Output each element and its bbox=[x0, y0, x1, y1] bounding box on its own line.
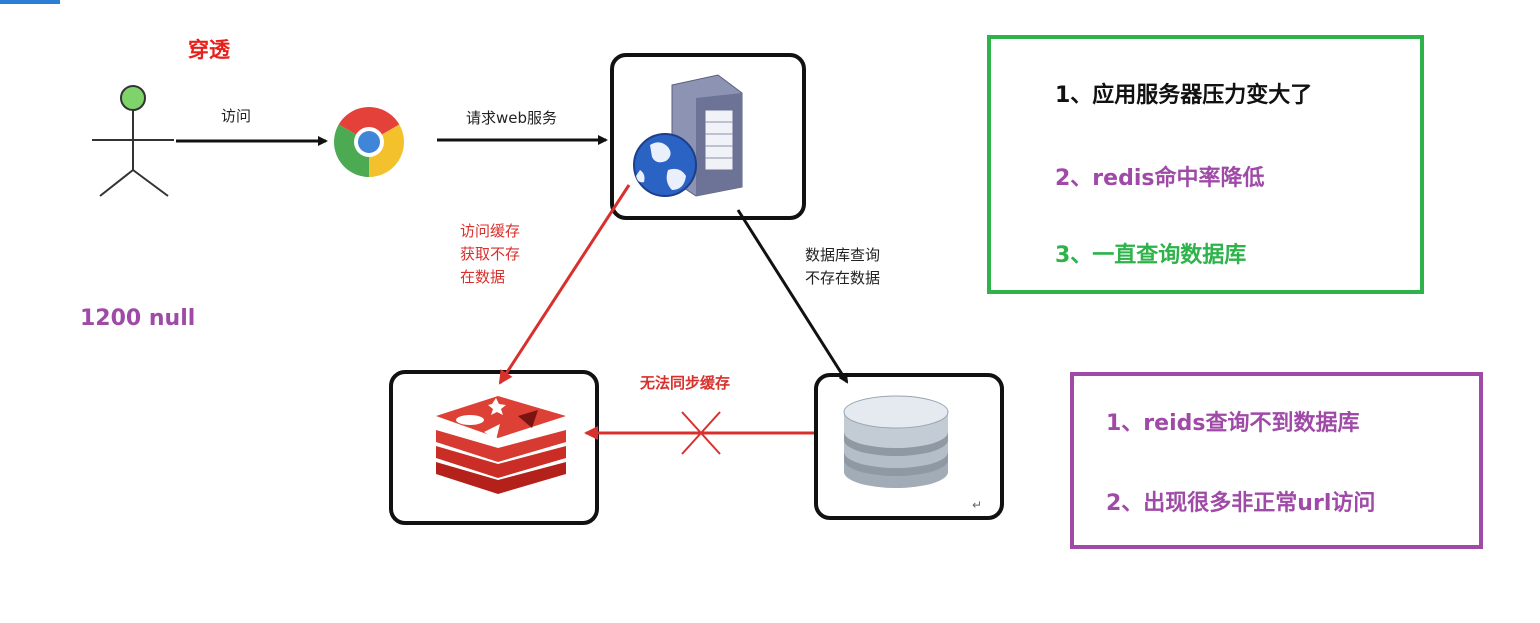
globe-icon bbox=[633, 133, 697, 197]
diagram-title: 穿透 bbox=[188, 38, 230, 62]
blocked-cross-icon bbox=[681, 411, 721, 455]
cache-miss-arrow bbox=[498, 184, 631, 385]
consequence-3: 3、一直查询数据库 bbox=[1055, 243, 1247, 268]
request-count-label: 1200 null bbox=[80, 306, 196, 331]
corner-tab bbox=[0, 0, 60, 4]
no-sync-label: 无法同步缓存 bbox=[640, 374, 731, 392]
visit-label: 访问 bbox=[221, 107, 252, 125]
db-query-arrow bbox=[736, 209, 849, 384]
request-web-label: 请求web服务 bbox=[466, 109, 558, 127]
consequences-panel: 1、应用服务器压力变大了 2、redis命中率降低 3、一直查询数据库 bbox=[987, 35, 1424, 294]
return-mark: ↵ bbox=[972, 498, 982, 512]
redis-icon bbox=[436, 396, 566, 494]
database-icon bbox=[843, 395, 949, 488]
cause-1: 1、reids查询不到数据库 bbox=[1106, 411, 1360, 436]
consequence-2: 2、redis命中率降低 bbox=[1055, 166, 1265, 191]
browser-icon bbox=[334, 107, 404, 177]
user-icon bbox=[92, 85, 174, 197]
cache-miss-label: 访问缓存 获取不存 在数据 bbox=[460, 222, 521, 286]
causes-panel: 1、reids查询不到数据库 2、出现很多非正常url访问 bbox=[1070, 372, 1483, 549]
cause-2: 2、出现很多非正常url访问 bbox=[1106, 491, 1376, 516]
consequence-1: 1、应用服务器压力变大了 bbox=[1055, 83, 1313, 108]
db-query-label: 数据库查询 不存在数据 bbox=[805, 246, 881, 287]
